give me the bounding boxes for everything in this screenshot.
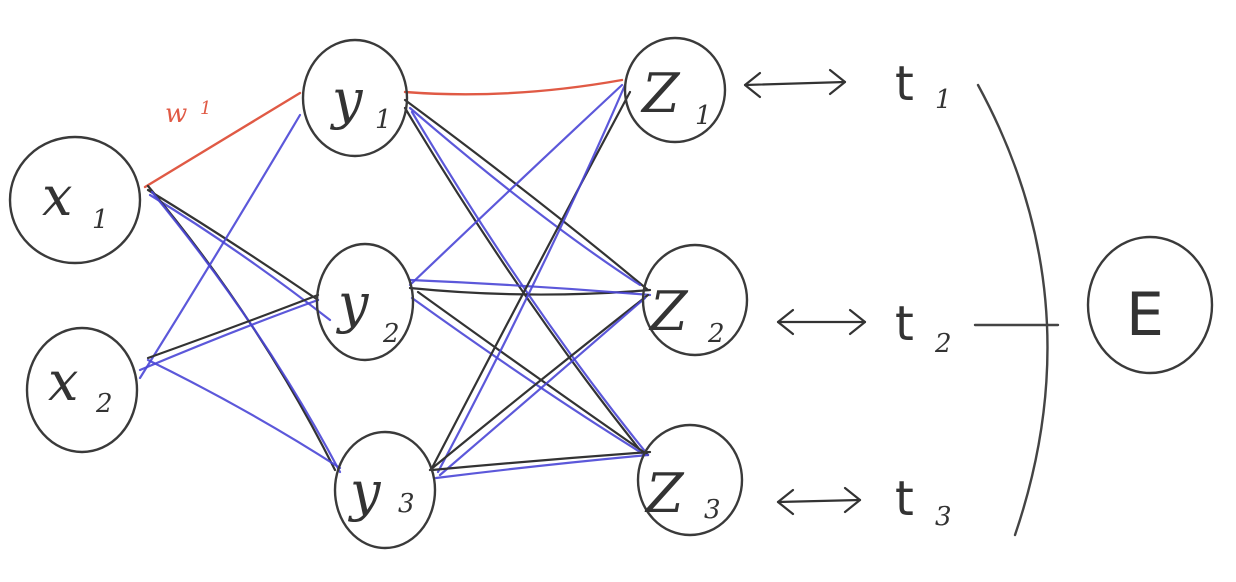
weight-label: w 1 — [165, 98, 211, 129]
edge-x2-y2-blue — [138, 298, 320, 372]
error-label: E — [1126, 280, 1164, 350]
error-node: E — [1086, 235, 1214, 375]
node-subscript: 1 — [92, 205, 109, 235]
hidden-layer: y 1 y 2 y 3 — [301, 38, 437, 550]
target-subscript: 1 — [935, 85, 952, 115]
target-label: t — [895, 56, 914, 112]
node-label: x — [42, 165, 72, 228]
error-aggregation: E — [973, 83, 1214, 537]
edge-y3-z1 — [430, 90, 632, 470]
edge-y1-z1-highlight — [403, 78, 624, 96]
node-label: Z — [640, 62, 681, 125]
node-label: y — [348, 460, 382, 523]
edge-x1-y2 — [146, 188, 320, 302]
edge-x2-y3 — [146, 358, 342, 470]
weight-label-subscript: 1 — [200, 98, 211, 119]
comparison-arrows — [743, 68, 867, 516]
target-subscript: 2 — [934, 329, 952, 359]
aggregation-bracket — [976, 83, 1049, 537]
edge-y3-z3-blue — [434, 453, 650, 480]
edge-y2-z2-blue — [408, 278, 652, 297]
double-arrow-z3-t3 — [776, 486, 862, 516]
double-arrow-z2-t2 — [776, 308, 867, 336]
target-label: t — [895, 471, 914, 527]
edge-y2-z3 — [416, 290, 650, 457]
node-subscript: 1 — [695, 101, 712, 131]
target-t2: t 2 — [895, 296, 952, 359]
target-label: t — [895, 296, 914, 352]
hidden-node-y3: y 3 — [333, 430, 437, 550]
edge-y1-z3 — [403, 106, 642, 452]
node-subscript: 3 — [704, 495, 721, 525]
edge-y1-z3-blue — [410, 110, 650, 457]
input-node-x2: x 2 — [25, 326, 139, 454]
double-arrow-z1-t1 — [743, 68, 847, 99]
output-node-z3: Z 3 — [636, 423, 744, 537]
node-subscript: 1 — [375, 105, 392, 135]
edge-y2-z1 — [408, 83, 624, 287]
input-hidden-edges — [138, 91, 342, 474]
node-subscript: 2 — [382, 319, 400, 349]
edge-y2-z3-blue — [410, 296, 647, 457]
targets: t 1 t 2 t 3 — [895, 56, 952, 532]
node-label: y — [330, 68, 364, 131]
weight-label-text: w — [165, 99, 187, 129]
node-label: Z — [648, 280, 689, 343]
edge-x1-y3-blue — [150, 190, 342, 474]
hidden-output-edges — [403, 78, 652, 480]
output-node-z2: Z 2 — [641, 243, 749, 357]
output-layer: Z 1 Z 2 Z 3 — [623, 36, 749, 537]
node-label: x — [48, 350, 78, 413]
edge-y1-z2-blue — [408, 106, 642, 287]
target-t1: t 1 — [895, 56, 952, 115]
edge-y3-z2-blue — [438, 296, 647, 477]
node-label: y — [336, 272, 370, 335]
edge-x2-y1 — [138, 113, 302, 380]
output-node-z1: Z 1 — [623, 36, 727, 144]
hidden-node-y1: y 1 — [301, 38, 409, 158]
edge-y3-z3 — [430, 450, 652, 472]
edge-y3-z1-blue — [436, 83, 627, 474]
node-subscript: 2 — [95, 389, 113, 419]
node-subscript: 3 — [398, 489, 415, 519]
node-label: Z — [644, 462, 685, 525]
hidden-node-y2: y 2 — [315, 242, 415, 362]
edge-y1-z2 — [403, 98, 650, 292]
input-node-x1: x 1 — [8, 135, 142, 265]
target-subscript: 3 — [935, 502, 952, 532]
edge-x2-y2 — [146, 293, 320, 360]
target-t3: t 3 — [895, 471, 952, 532]
node-subscript: 2 — [707, 319, 725, 349]
input-layer: x 1 x 2 — [8, 135, 142, 454]
edge-y3-z2 — [428, 293, 650, 472]
edge-x1-y1-highlight — [143, 91, 302, 189]
